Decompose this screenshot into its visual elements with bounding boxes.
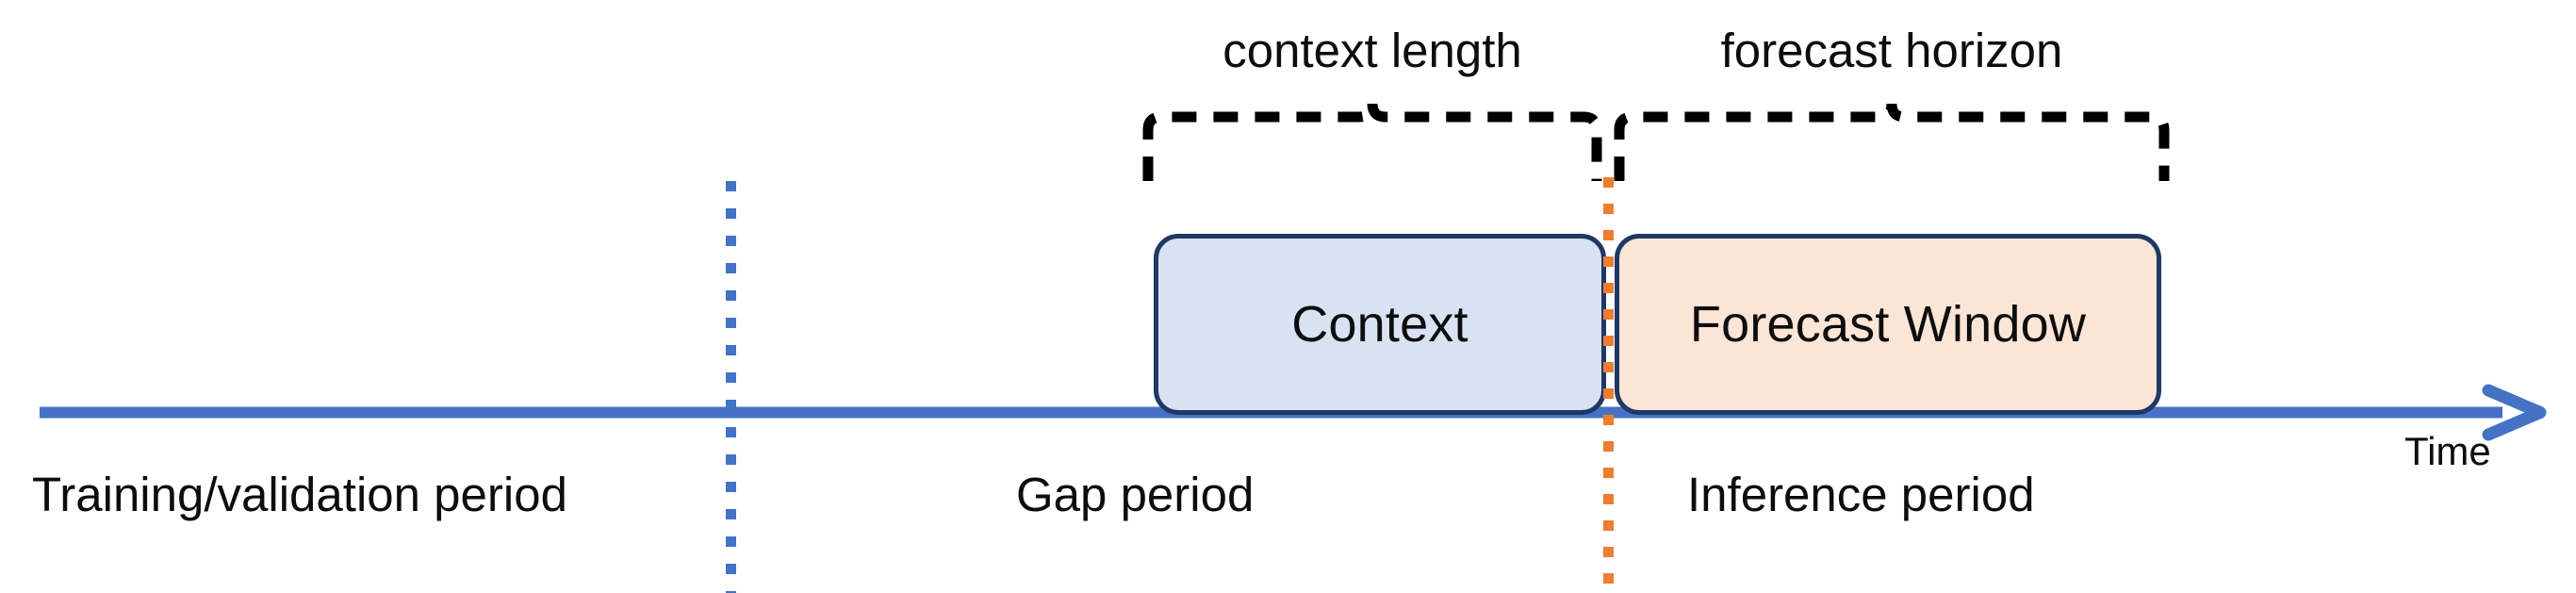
context-box-label: Context xyxy=(1291,296,1468,353)
timeline-arrowhead xyxy=(2482,384,2547,441)
forecast-window-box-label: Forecast Window xyxy=(1689,296,2087,353)
caption-gap-period: Gap period xyxy=(1016,468,1255,521)
brace-forecast-horizon: forecast horizon xyxy=(1614,24,2170,184)
caption-training-validation-period: Training/validation period xyxy=(32,468,567,521)
context-box[interactable]: Context xyxy=(1154,234,1606,415)
brace-forecast-horizon-shape xyxy=(1614,103,2170,181)
divider-forecast-start-line xyxy=(1603,177,1614,593)
brace-context-length-label: context length xyxy=(1222,24,1522,77)
caption-inference-period: Inference period xyxy=(1687,468,2035,521)
divider-training-inference xyxy=(726,181,736,593)
brace-context-length: context length xyxy=(1142,24,1602,184)
brace-context-length-shape xyxy=(1142,103,1602,181)
divider-forecast-start xyxy=(1603,177,1614,593)
divider-training-inference-line xyxy=(726,181,736,593)
forecast-window-box[interactable]: Forecast Window xyxy=(1615,234,2161,415)
time-axis-label: Time xyxy=(2404,429,2491,473)
brace-forecast-horizon-label: forecast horizon xyxy=(1720,24,2063,77)
